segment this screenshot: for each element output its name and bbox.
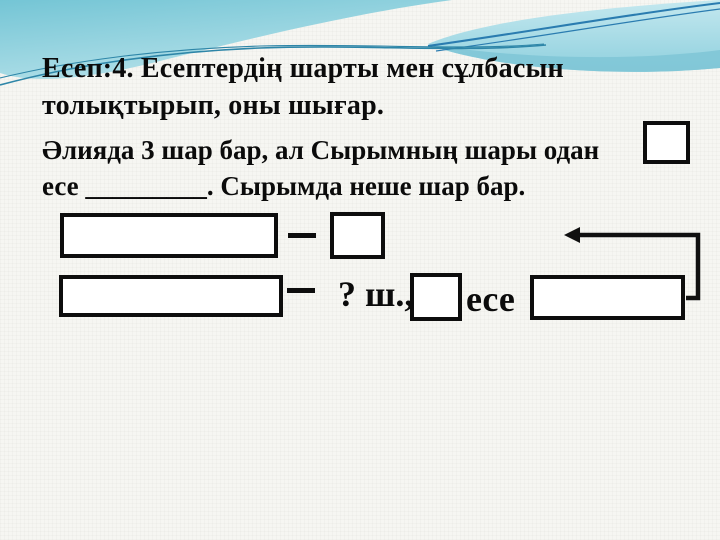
schema-square-bottom xyxy=(410,273,462,321)
schema-dash-bottom xyxy=(287,288,315,293)
slide-title-line-2: толықтырып, оны шығар. xyxy=(42,90,385,121)
problem-statement: Әлияда 3 шар бар, ал Сырымның шары одан … xyxy=(42,132,662,204)
wave-double-line-1 xyxy=(0,44,547,86)
header-wave-decoration xyxy=(0,0,720,86)
wave-thin-line-1 xyxy=(427,2,720,47)
schema-bar-aliya xyxy=(60,213,278,258)
wave-left-swoosh xyxy=(0,0,452,79)
problem-line-2: есе _________. Сырымда неше шар бар. xyxy=(42,171,526,201)
loop-arrow xyxy=(564,227,701,301)
blank-multiplier-box xyxy=(643,121,690,164)
arrowhead-icon xyxy=(564,227,580,243)
problem-line-1: Әлияда 3 шар бар, ал Сырымның шары одан xyxy=(42,135,600,165)
wave-thin-line-2 xyxy=(435,8,720,52)
slide-title: Есеп:4. Есептердің шарты мен сұлбасын то… xyxy=(42,50,642,124)
wave-right-band-shade xyxy=(428,44,720,72)
schema-dash-top xyxy=(288,233,316,238)
schema-square-top xyxy=(330,212,385,259)
wave-double-line-2 xyxy=(0,43,545,79)
schema-answer-box xyxy=(530,275,685,320)
schema-bar-syrym xyxy=(59,275,283,317)
slide-title-line-1: Есеп:4. Есептердің шарты мен сұлбасын xyxy=(42,53,564,84)
schema-times-label: есе xyxy=(466,279,515,319)
schema-question-label: ? ш., xyxy=(338,274,414,314)
